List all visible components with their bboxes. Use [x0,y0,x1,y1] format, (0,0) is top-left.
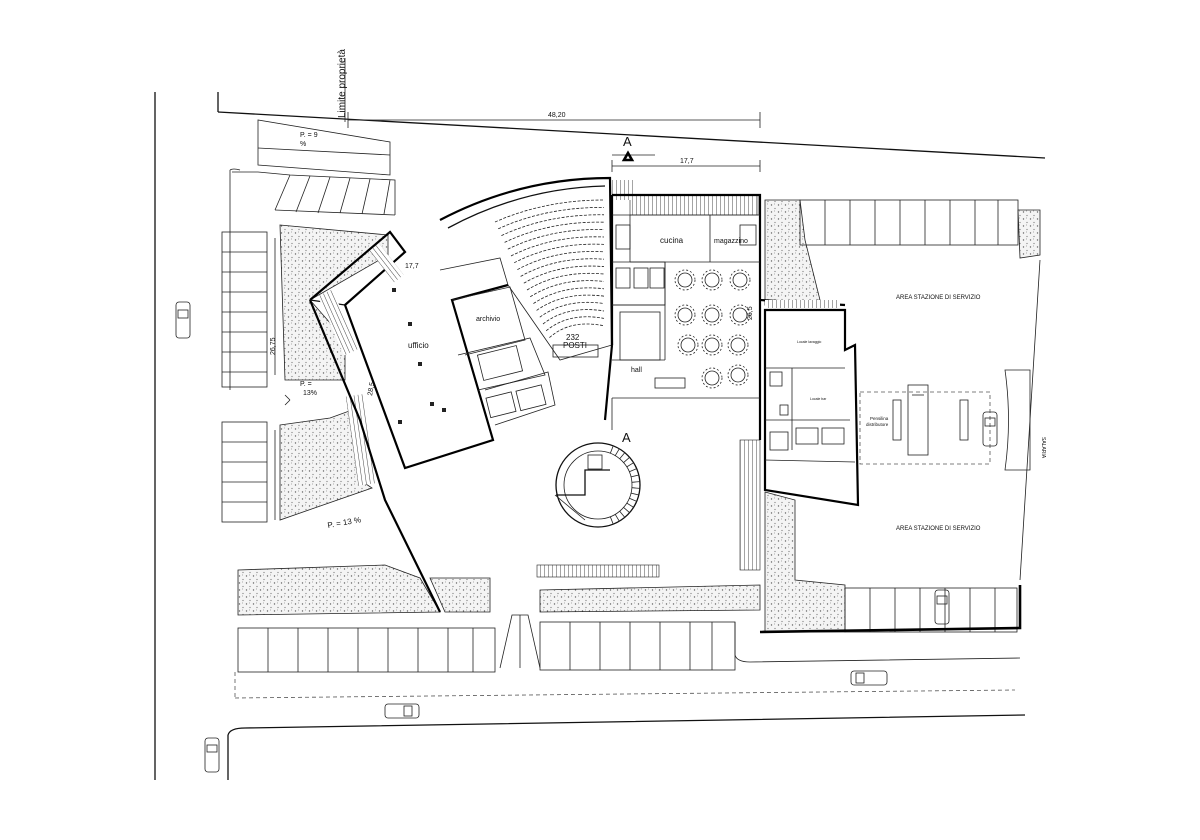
dimension-lines [284,58,761,430]
bench-hatch [536,564,660,578]
auditorium [439,176,634,361]
posti-count: 232 [566,333,580,342]
area-top-label: AREA STAZIONE DI SERVIZIO [896,295,981,301]
right-parking [799,199,1041,633]
office-wing [308,230,556,613]
auditorium-seats [494,199,605,338]
slope-bottom: P. = 13 % [327,515,362,530]
slope-mid: P. = [300,381,312,388]
locale-lavaggio: Locale lavaggio [797,340,821,344]
cars [175,301,998,773]
green-area-right-bottom [764,491,846,633]
green-area-right-edge [1017,209,1041,259]
green-area-left-top [279,224,389,381]
green-area-bottom-mid [539,584,761,613]
fuel-canopy [892,384,969,456]
service-building [763,300,860,507]
room-cucina: cucina [660,236,684,245]
section-label-bottom: A [622,430,631,445]
room-ufficio: ufficio [408,341,429,350]
green-area-bottom-left [237,564,441,616]
stage [552,344,599,358]
room-hall: hall [631,367,642,374]
pensilina-label-1: Pensilina [870,416,889,421]
salaria-label: SALARIA [1040,437,1046,459]
road-bottom [227,672,1026,780]
roof-hatch [629,194,759,216]
dim-26-75: 26,75 [270,337,277,355]
main-block [603,193,846,440]
room-archivio: archivio [476,316,500,323]
slope-top: P. = 9 [300,132,318,139]
property-limit-label: Limite proprietà [337,49,348,118]
ramp-hatch-left [345,394,377,486]
right-boundary-wall [759,585,1022,634]
green-area-right-top [764,199,821,306]
locale-bar: Locale bar [810,397,827,401]
slope-mid-pct: 13% [303,390,317,397]
slope-top-pct: % [300,141,306,148]
bottom-parking [237,614,1021,673]
top-parking [232,119,396,216]
dim-28-5: 28,5 [367,382,376,397]
pensilina-label-2: distributore [866,422,889,427]
room-magazzino: magazzino [714,238,748,245]
circular-tower [554,442,641,528]
area-bottom-label: AREA STAZIONE DI SERVIZIO [896,526,981,532]
posti-label: POSTI [563,341,587,350]
green-area-bottom-left2 [429,577,491,613]
left-parking [221,168,276,523]
dining-tables [674,269,751,389]
dim-17-7-top: 17,7 [680,158,694,165]
ramp-hatch-right [739,439,761,571]
dim-26-5: 26,5 [747,306,754,320]
dim-17-7-office: 17,7 [405,263,419,270]
section-marker-top [621,150,635,162]
section-label-top: A [623,134,632,149]
dim-total: 48,20 [548,112,566,119]
